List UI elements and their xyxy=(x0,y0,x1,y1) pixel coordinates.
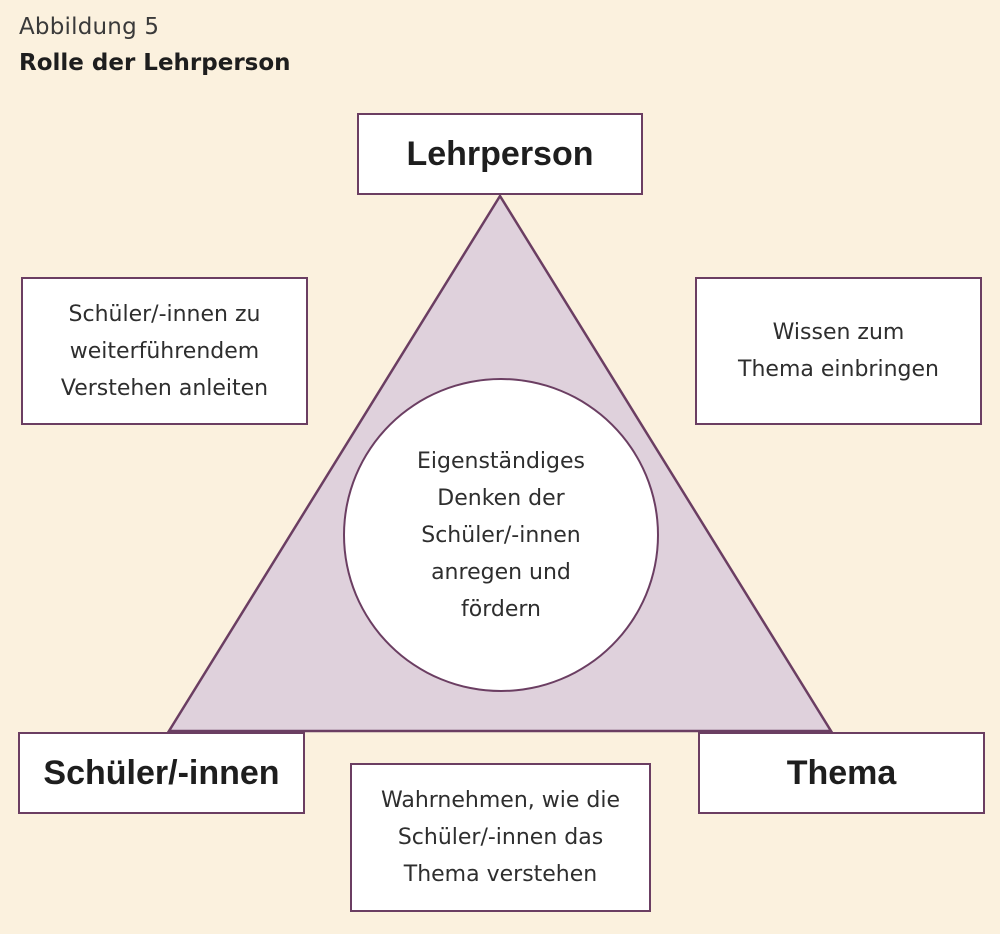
vertex-label-schueler: Schüler/-innen xyxy=(43,753,280,792)
vertex-label-lehrperson: Lehrperson xyxy=(406,134,594,173)
role-box-right: Wissen zum Thema einbringen xyxy=(695,277,982,425)
vertex-label-thema: Thema xyxy=(786,753,897,792)
figure-title: Rolle der Lehrperson xyxy=(19,50,291,76)
role-box-left: Schüler/-innen zu weiterführendem Verste… xyxy=(21,277,308,425)
vertex-box-thema: Thema xyxy=(698,732,985,814)
center-circle: Eigenständiges Denken der Schüler/-innen… xyxy=(343,378,659,692)
vertex-box-schueler: Schüler/-innen xyxy=(18,732,305,814)
role-text-left: Schüler/-innen zu weiterführendem Verste… xyxy=(60,301,269,401)
vertex-box-lehrperson: Lehrperson xyxy=(357,113,643,195)
center-text: Eigenständiges Denken der Schüler/-innen… xyxy=(416,448,585,622)
figure-label: Abbildung 5 xyxy=(19,14,160,40)
role-text-bottom: Wahrnehmen, wie die Schüler/-innen das T… xyxy=(381,788,620,887)
role-box-bottom: Wahrnehmen, wie die Schüler/-innen das T… xyxy=(350,763,651,912)
role-text-right: Wissen zum Thema einbringen xyxy=(738,320,939,382)
